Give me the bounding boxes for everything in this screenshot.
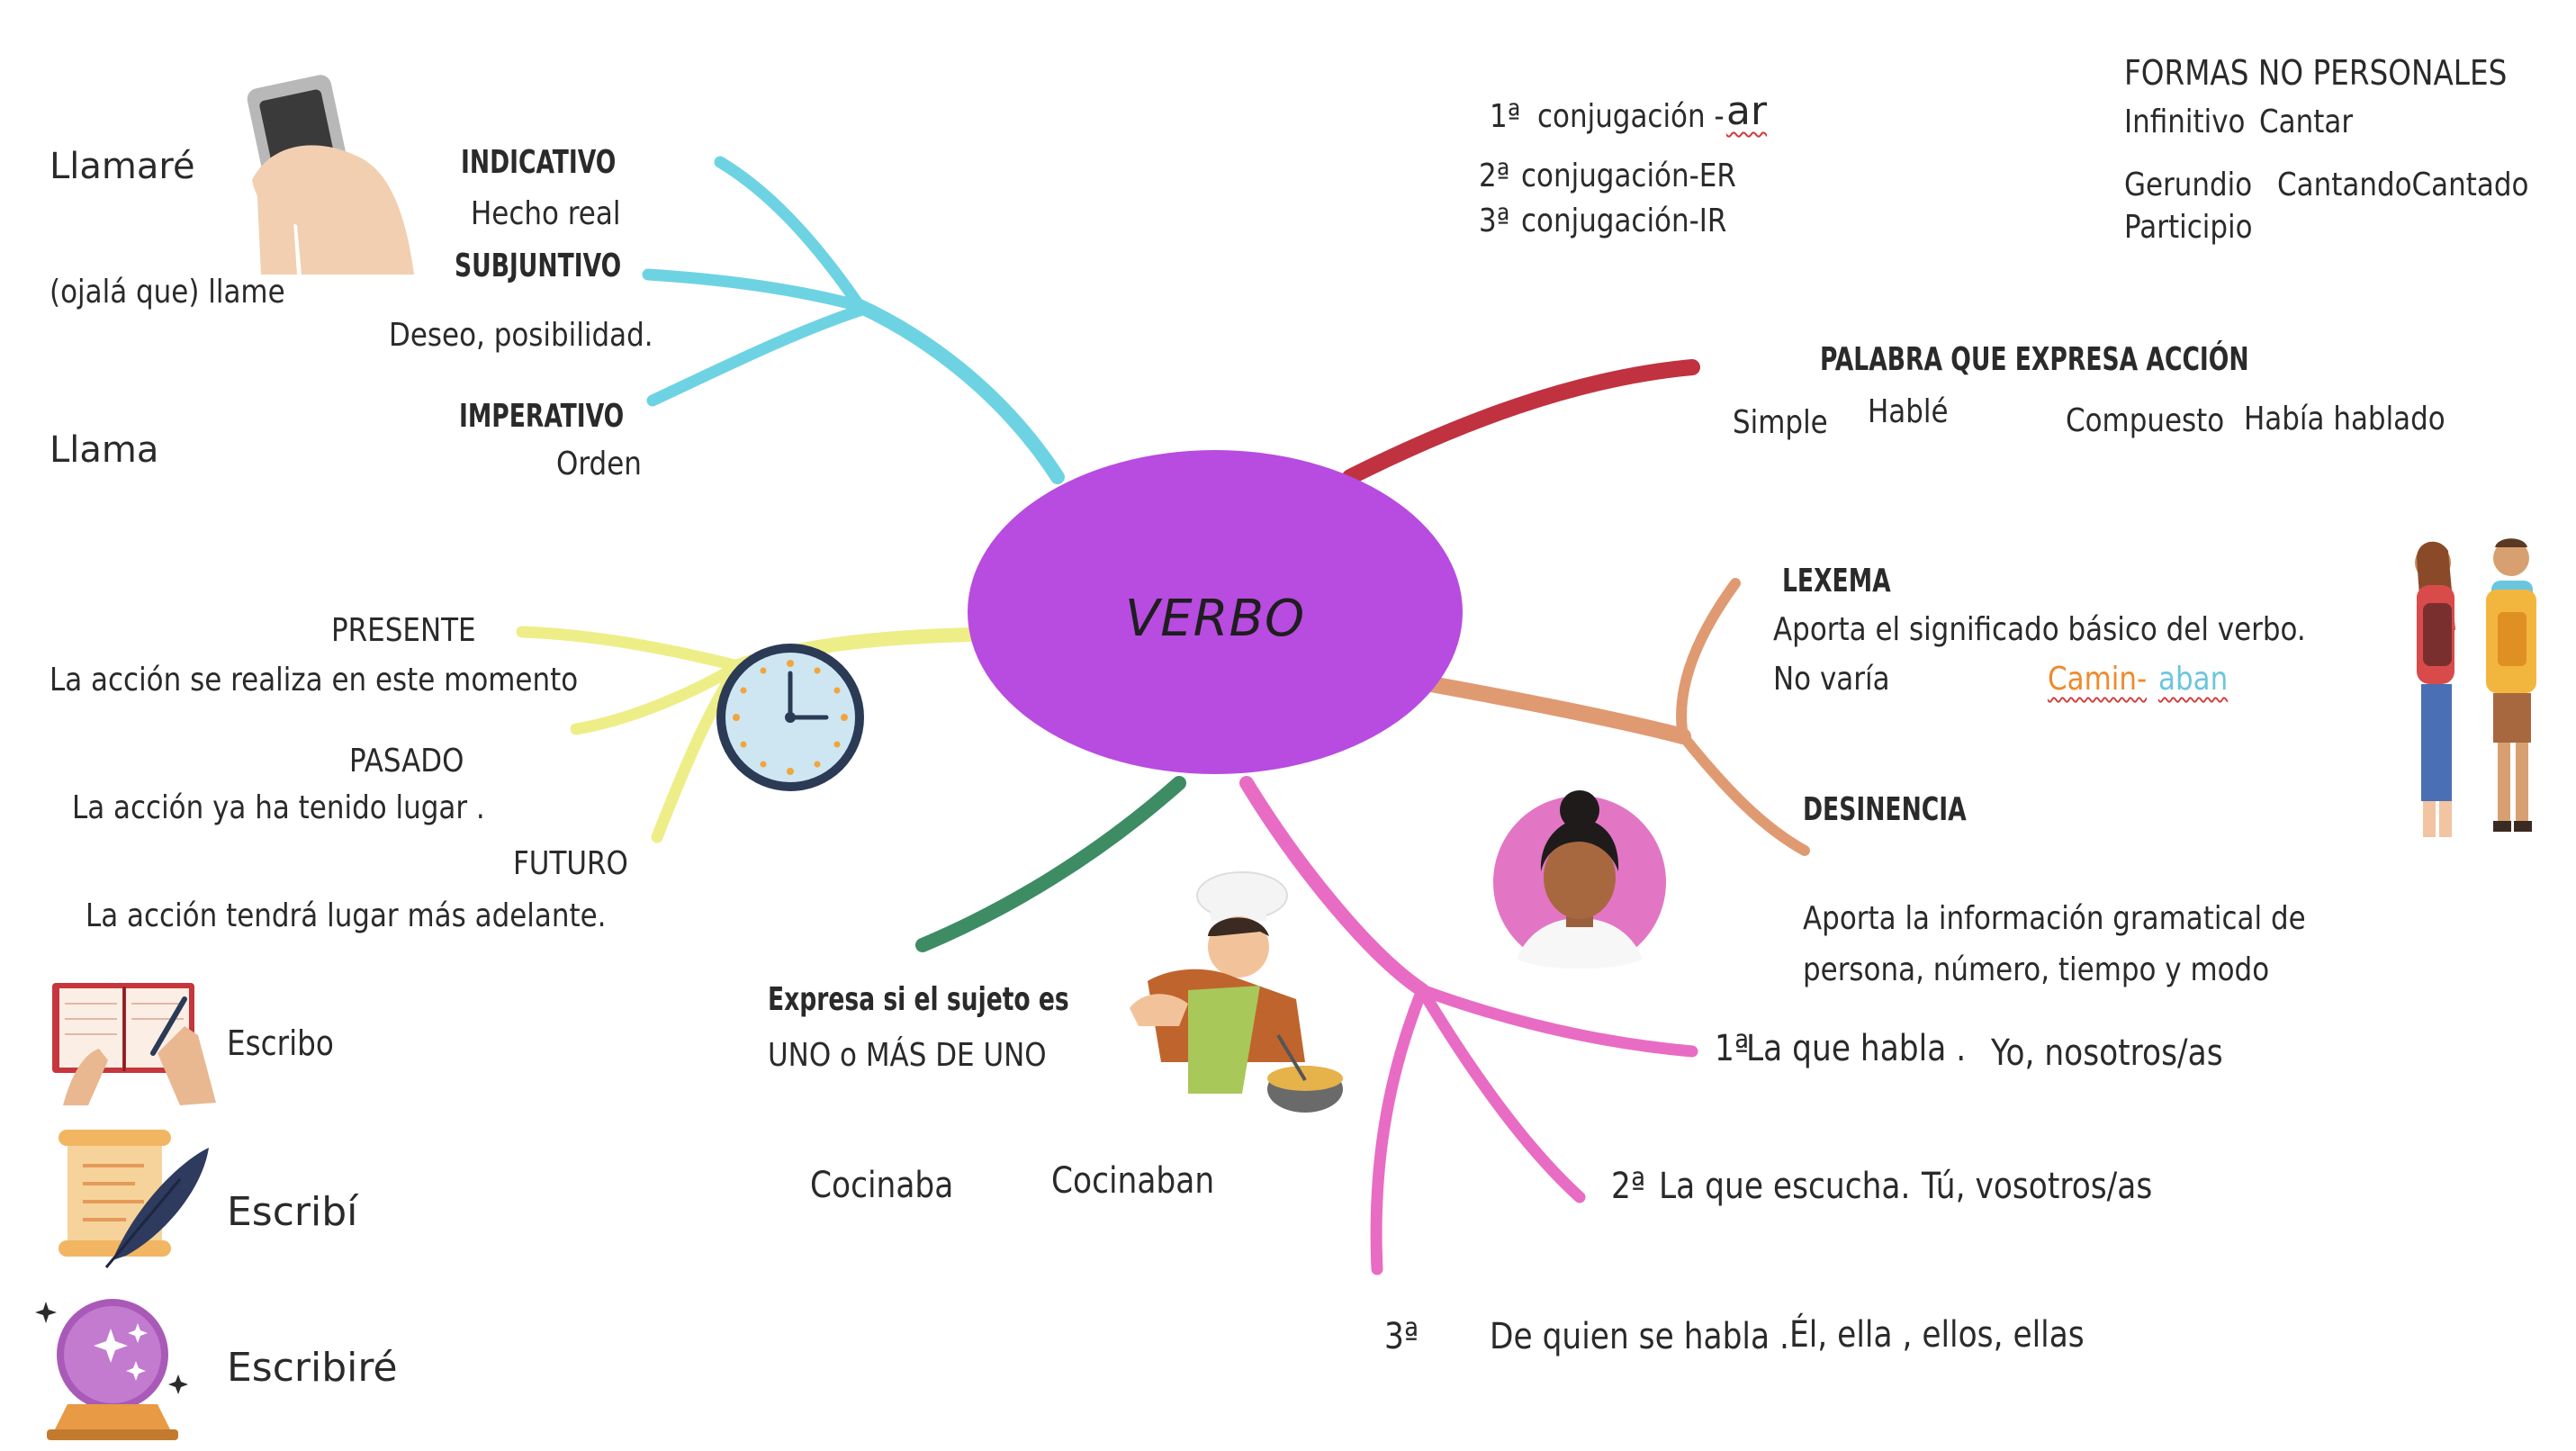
modo-imperativo-title: IMPERATIVO xyxy=(459,401,624,433)
conjugacion-2-num: 2ª xyxy=(1479,160,1509,193)
branch-accion xyxy=(1350,367,1692,477)
persona-3-desc: De quien se habla . xyxy=(1490,1319,1789,1355)
tiempo-presente-desc: La acción se realiza en este momento xyxy=(50,664,578,697)
accion-simple-example: Hablé xyxy=(1868,396,1949,428)
example-llama: Llama xyxy=(50,432,158,468)
example-llamare: Llamaré xyxy=(50,149,195,185)
numero-title: Expresa si el sujeto es xyxy=(768,984,1069,1016)
lexema-stem-example: Camin- xyxy=(2048,663,2147,696)
participio-label: Participio xyxy=(2124,212,2253,244)
modo-subjuntivo-title: SUBJUNTIVO xyxy=(455,250,621,283)
persona-3-pronouns: Él, ella , ellos, ellas xyxy=(1789,1317,2085,1353)
lexema-ending-example: aban xyxy=(2158,663,2228,696)
tiempo-futuro-desc: La acción tendrá lugar más adelante. xyxy=(86,900,607,933)
modo-subjuntivo-desc: Deseo, posibilidad. xyxy=(389,320,653,352)
clock-icon xyxy=(716,644,864,791)
desinencia-desc-line1: Aporta la información gramatical de xyxy=(1803,903,2306,935)
conjugacion-3-num: 3ª xyxy=(1479,205,1509,238)
hikers-icon xyxy=(2415,538,2536,837)
lexema-desc: Aporta el significado básico del verbo. xyxy=(1773,614,2306,646)
conjugacion-3-label: conjugación-IR xyxy=(1521,205,1726,238)
numero-plural-example: Cocinaban xyxy=(1051,1163,1214,1199)
scroll-quill-icon xyxy=(59,1130,209,1267)
notebook-icon xyxy=(52,983,216,1105)
persona-2-num: 2ª xyxy=(1611,1168,1645,1204)
conjugacion-1-num: 1ª xyxy=(1490,101,1520,133)
persona-1-pronouns: Yo, nosotros/as xyxy=(1991,1035,2223,1071)
conjugacion-1-ending: ar xyxy=(1726,92,1767,131)
persona-1-num: 1ª xyxy=(1715,1031,1749,1067)
branch-numero xyxy=(923,783,1179,945)
center-node-label: VERBO xyxy=(968,590,1463,648)
numero-desc: UNO o MÁS DE UNO xyxy=(768,1040,1047,1072)
accion-compuesto-example: Había hablado xyxy=(2244,403,2445,436)
persona-3-num: 3ª xyxy=(1384,1319,1419,1355)
conjugacion-1-label: conjugación - xyxy=(1537,101,1725,133)
conjugacion-2-label: conjugación-ER xyxy=(1521,160,1736,193)
gerundio-example: CantandoCantado xyxy=(2277,169,2528,202)
example-escribire: Escribiré xyxy=(227,1348,398,1388)
accion-compuesto-label: Compuesto xyxy=(2066,405,2224,437)
formas-no-personales-title: FORMAS NO PERSONALES xyxy=(2124,56,2507,90)
numero-singular-example: Cocinaba xyxy=(810,1167,953,1203)
phone-hand-icon xyxy=(245,73,414,275)
infinitivo-label: Infinitivo xyxy=(2124,106,2245,139)
modo-indicativo-title: INDICATIVO xyxy=(461,147,616,179)
accion-title: PALABRA QUE EXPRESA ACCIÓN xyxy=(1820,344,2249,376)
accion-simple-label: Simple xyxy=(1733,407,1828,439)
infinitivo-example: Cantar xyxy=(2259,106,2353,139)
modo-imperativo-desc: Orden xyxy=(556,448,642,481)
persona-2-desc: La que escucha. xyxy=(1659,1168,1910,1204)
example-escribo: Escribo xyxy=(227,1026,334,1060)
lexema-title: LEXEMA xyxy=(1782,565,1891,598)
persona-1-desc: La que habla . xyxy=(1746,1031,1966,1067)
desinencia-desc-line2: persona, número, tiempo y modo xyxy=(1803,954,2269,987)
tiempo-presente-title: PRESENTE xyxy=(331,615,476,647)
tiempo-pasado-desc: La acción ya ha tenido lugar . xyxy=(72,792,485,825)
chef-icon xyxy=(1130,872,1343,1113)
modo-indicativo-desc: Hecho real xyxy=(471,198,620,230)
example-ojala-llame: (ojalá que) llame xyxy=(50,276,285,309)
tiempo-futuro-title: FUTURO xyxy=(513,848,628,880)
gerundio-label: Gerundio xyxy=(2124,169,2252,202)
crystal-ball-icon xyxy=(35,1299,188,1440)
persona-2-pronouns: Tú, vosotros/as xyxy=(1922,1168,2152,1204)
lexema-no-varia: No varía xyxy=(1773,663,1890,696)
tiempo-pasado-title: PASADO xyxy=(349,745,464,778)
woman-avatar-icon xyxy=(1493,790,1666,969)
branch-modo xyxy=(648,162,1058,477)
example-escribi: Escribí xyxy=(227,1193,357,1232)
desinencia-title: DESINENCIA xyxy=(1803,794,1967,826)
